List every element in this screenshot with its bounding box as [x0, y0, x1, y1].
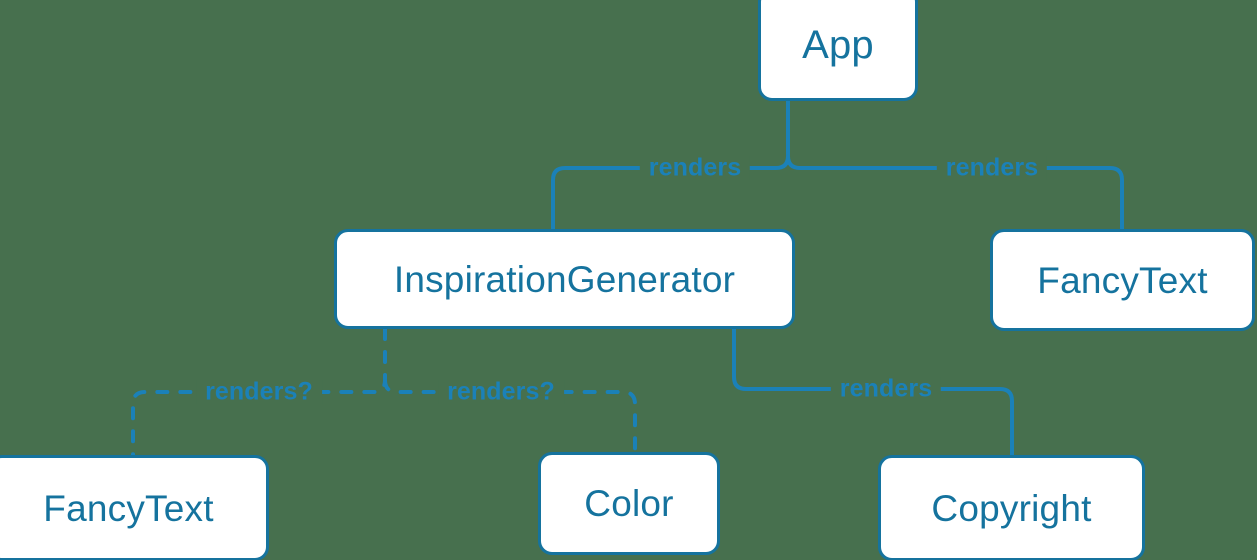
edge-inspiration-color [383, 378, 637, 454]
node-copyright[interactable]: Copyright [878, 455, 1145, 560]
node-color-label: Color [584, 483, 674, 524]
node-app[interactable]: App [758, 0, 918, 101]
node-fancytext-top-label: FancyText [1037, 259, 1208, 301]
node-color[interactable]: Color [538, 452, 720, 555]
node-fancytext-bottom[interactable]: FancyText [0, 455, 269, 560]
node-inspiration-generator[interactable]: InspirationGenerator [334, 229, 795, 329]
edge-label-app-inspiration: renders [639, 155, 751, 181]
node-inspiration-generator-label: InspirationGenerator [393, 258, 736, 300]
edge-label-app-fancytext: renders [936, 155, 1048, 181]
node-fancytext-top[interactable]: FancyText [990, 229, 1255, 331]
edge-label-inspiration-copyright: renders [830, 376, 942, 402]
node-fancytext-bottom-label: FancyText [43, 487, 214, 529]
edge-label-inspiration-fancytext: renders? [196, 379, 322, 405]
edge-app-inspiration [551, 154, 790, 231]
node-app-label: App [802, 22, 874, 67]
edge-label-inspiration-color: renders? [438, 379, 564, 405]
node-copyright-label: Copyright [931, 487, 1092, 529]
